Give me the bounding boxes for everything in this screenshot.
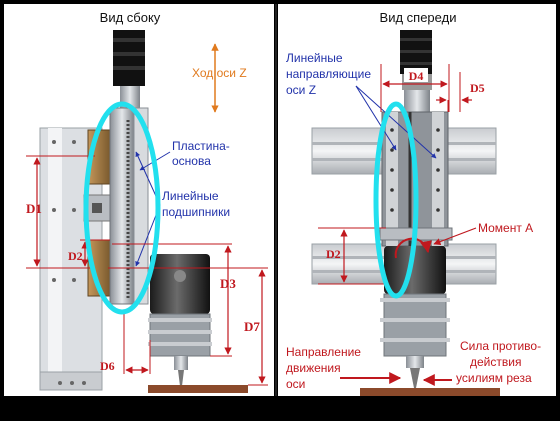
side-workpiece [148,385,248,393]
side-view-title: Вид сбоку [100,10,161,25]
bearings-label-1: Линейные [162,189,219,203]
floor-strip [0,396,560,421]
side-view-drawing: Ход оси Z Пластина- основа Линейные подш… [26,30,268,393]
dim-d4: D4 [409,69,424,83]
direction-label-1: Направление [286,345,361,359]
moment-arc [394,237,432,259]
side-spindle [150,254,210,314]
dim-d1: D1 [26,201,42,216]
direction-label-3: оси [286,377,305,391]
side-base-plate [109,107,135,305]
dim-d5: D5 [470,81,485,95]
front-view-drawing: Момент А Линейные направляющие оси Z D4 … [286,30,541,396]
direction-label-2: движения [286,361,341,375]
force-label-3: усилиям реза [456,371,532,385]
front-highlight-ellipse [373,101,419,299]
dim-d3: D3 [220,276,236,291]
bearings-label-2: подшипники [162,205,230,219]
front-spindle [384,246,446,294]
dim-d2: D2 [68,249,83,263]
base-plate-label-2: основа [172,154,211,168]
front-workpiece [360,388,500,396]
force-label-2: действия [470,355,521,369]
dim-d2-front: D2 [326,247,341,261]
moment-label: Момент А [478,221,533,235]
dim-d6: D6 [100,359,115,373]
z-travel-label: Ход оси Z [192,66,247,80]
guides-label-3: оси Z [286,83,316,97]
guides-label-2: направляющие [286,67,371,81]
front-view-title: Вид спереди [380,10,457,25]
guides-label-1: Линейные [286,51,343,65]
dim-d7: D7 [244,319,260,334]
base-plate-label-1: Пластина- [172,139,230,153]
force-label-1: Сила противо- [460,339,541,353]
side-highlight-ellipse [83,101,161,315]
